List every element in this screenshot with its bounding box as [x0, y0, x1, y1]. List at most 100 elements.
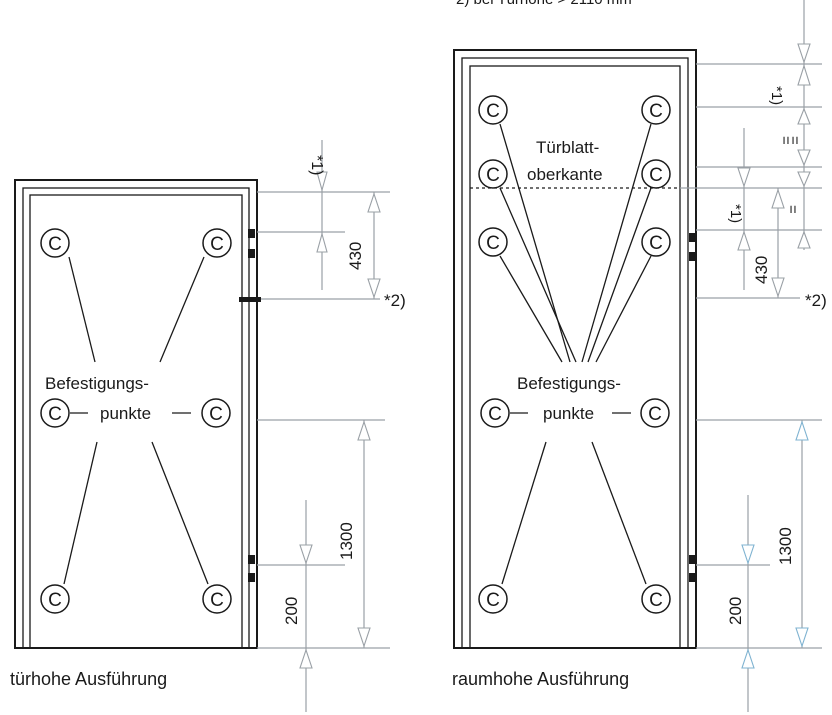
- left-arrow-6: [357, 627, 371, 648]
- left-arrow-2: [316, 231, 328, 253]
- right-leader-2: [499, 187, 577, 363]
- right-leader-3: [499, 255, 563, 363]
- anchor-symbol: C: [209, 404, 223, 425]
- right-equal-a: =: [777, 136, 794, 145]
- anchor-icon: [40, 584, 70, 614]
- anchor-symbol: C: [648, 404, 662, 425]
- right-equal-c: =: [784, 205, 801, 214]
- right-dim-200: 200: [726, 597, 745, 625]
- anchor-icon: [202, 584, 232, 614]
- left-arrow-1: [316, 171, 328, 193]
- anchor-icon: [478, 159, 508, 189]
- left-arrow-5: [357, 420, 371, 441]
- anchor-icon: [478, 227, 508, 257]
- anchor-symbol: C: [649, 101, 663, 122]
- anchor-symbol: C: [649, 233, 663, 254]
- left-inner-frame: [29, 194, 243, 649]
- right-hinge-bottom-a: [689, 555, 696, 564]
- right-hinge-top-b: [689, 252, 696, 261]
- left-hinge-top-b: [248, 249, 255, 258]
- anchor-icon: [640, 398, 670, 428]
- right-arrow-c3: [797, 107, 811, 125]
- anchor-symbol: C: [48, 404, 62, 425]
- anchor-symbol: C: [48, 590, 62, 611]
- right-anchor-6: C: [641, 227, 671, 257]
- left-anchor-4: C: [201, 398, 231, 428]
- right-leader-4: [581, 123, 652, 363]
- right-dim-430: 430: [752, 256, 771, 284]
- right-arrow-c1: [797, 43, 811, 64]
- left-label-line2: punkte: [100, 404, 151, 423]
- right-leader-9: [501, 441, 547, 585]
- right-leader-1: [499, 123, 571, 363]
- right-anchor-7: C: [480, 398, 510, 428]
- right-door-top-line2: oberkante: [527, 165, 603, 184]
- right-arrow-c5: [797, 171, 811, 188]
- anchor-icon: [480, 398, 510, 428]
- left-dim-note1: *1): [308, 155, 325, 175]
- right-anchor-8: C: [640, 398, 670, 428]
- anchor-icon: [40, 228, 70, 258]
- right-arrow-c6: [797, 230, 811, 249]
- right-dim-note1b: *1): [727, 204, 744, 223]
- anchor-icon: [641, 159, 671, 189]
- left-anchor-6: C: [202, 584, 232, 614]
- right-anchor-5: C: [478, 227, 508, 257]
- left-leader-1: [68, 256, 96, 363]
- left-lock-mark: [239, 297, 261, 302]
- right-anchor-3: C: [478, 159, 508, 189]
- anchor-symbol: C: [649, 590, 663, 611]
- left-dim-note2: *2): [384, 291, 406, 310]
- right-label-line1: Befestigungs-: [517, 374, 621, 393]
- right-arrow-a1: [771, 188, 785, 209]
- left-arrow-7: [299, 544, 313, 565]
- right-arrow-d2: [741, 648, 755, 669]
- anchor-icon: [478, 584, 508, 614]
- right-leader-5: [587, 187, 652, 363]
- left-hinge-bottom-b: [248, 573, 255, 582]
- left-anchor-1: C: [40, 228, 70, 258]
- anchor-icon: [641, 95, 671, 125]
- right-dim-1300: 1300: [776, 527, 795, 565]
- right-hinge-bottom-b: [689, 573, 696, 582]
- right-anchor-1: C: [478, 95, 508, 125]
- anchor-icon: [641, 227, 671, 257]
- right-leader-6: [595, 255, 652, 363]
- anchor-symbol: C: [48, 234, 62, 255]
- anchor-icon: [40, 398, 70, 428]
- left-dim-200: 200: [282, 597, 301, 625]
- right-equal-b: =: [786, 136, 803, 145]
- anchor-symbol: C: [649, 165, 663, 186]
- left-hinge-top-a: [248, 229, 255, 238]
- right-hinge-top-a: [689, 233, 696, 242]
- anchor-symbol: C: [210, 590, 224, 611]
- right-leader-10: [591, 441, 647, 585]
- left-label-line1: Befestigungs-: [45, 374, 149, 393]
- right-dim-note2: *2): [805, 291, 827, 310]
- anchor-icon: [202, 228, 232, 258]
- right-anchor-9: C: [478, 584, 508, 614]
- right-anchor-4: C: [641, 159, 671, 189]
- anchor-symbol: C: [486, 590, 500, 611]
- right-caption: raumhohe Ausführung: [452, 669, 629, 689]
- left-anchor-5: C: [40, 584, 70, 614]
- right-arrow-c4: [797, 149, 811, 167]
- right-arrow-c2: [797, 64, 811, 86]
- left-dim-430: 430: [346, 242, 365, 270]
- left-arrow-8: [299, 648, 313, 669]
- right-anchor-10: C: [641, 584, 671, 614]
- right-door-top-line1: Türblatt-: [536, 138, 599, 157]
- anchor-icon: [201, 398, 231, 428]
- left-anchor-2: C: [202, 228, 232, 258]
- left-anchor-3: C: [40, 398, 70, 428]
- left-leader-5: [63, 441, 98, 585]
- left-leader-6: [151, 441, 209, 585]
- right-door-elevation: C C C C C C C C: [452, 0, 827, 712]
- anchor-symbol: C: [488, 404, 502, 425]
- left-arrow-3: [367, 192, 381, 213]
- right-anchor-2: C: [641, 95, 671, 125]
- anchor-symbol: C: [210, 234, 224, 255]
- right-dim-note1: *1): [768, 86, 785, 105]
- right-arrow-a2: [771, 277, 785, 298]
